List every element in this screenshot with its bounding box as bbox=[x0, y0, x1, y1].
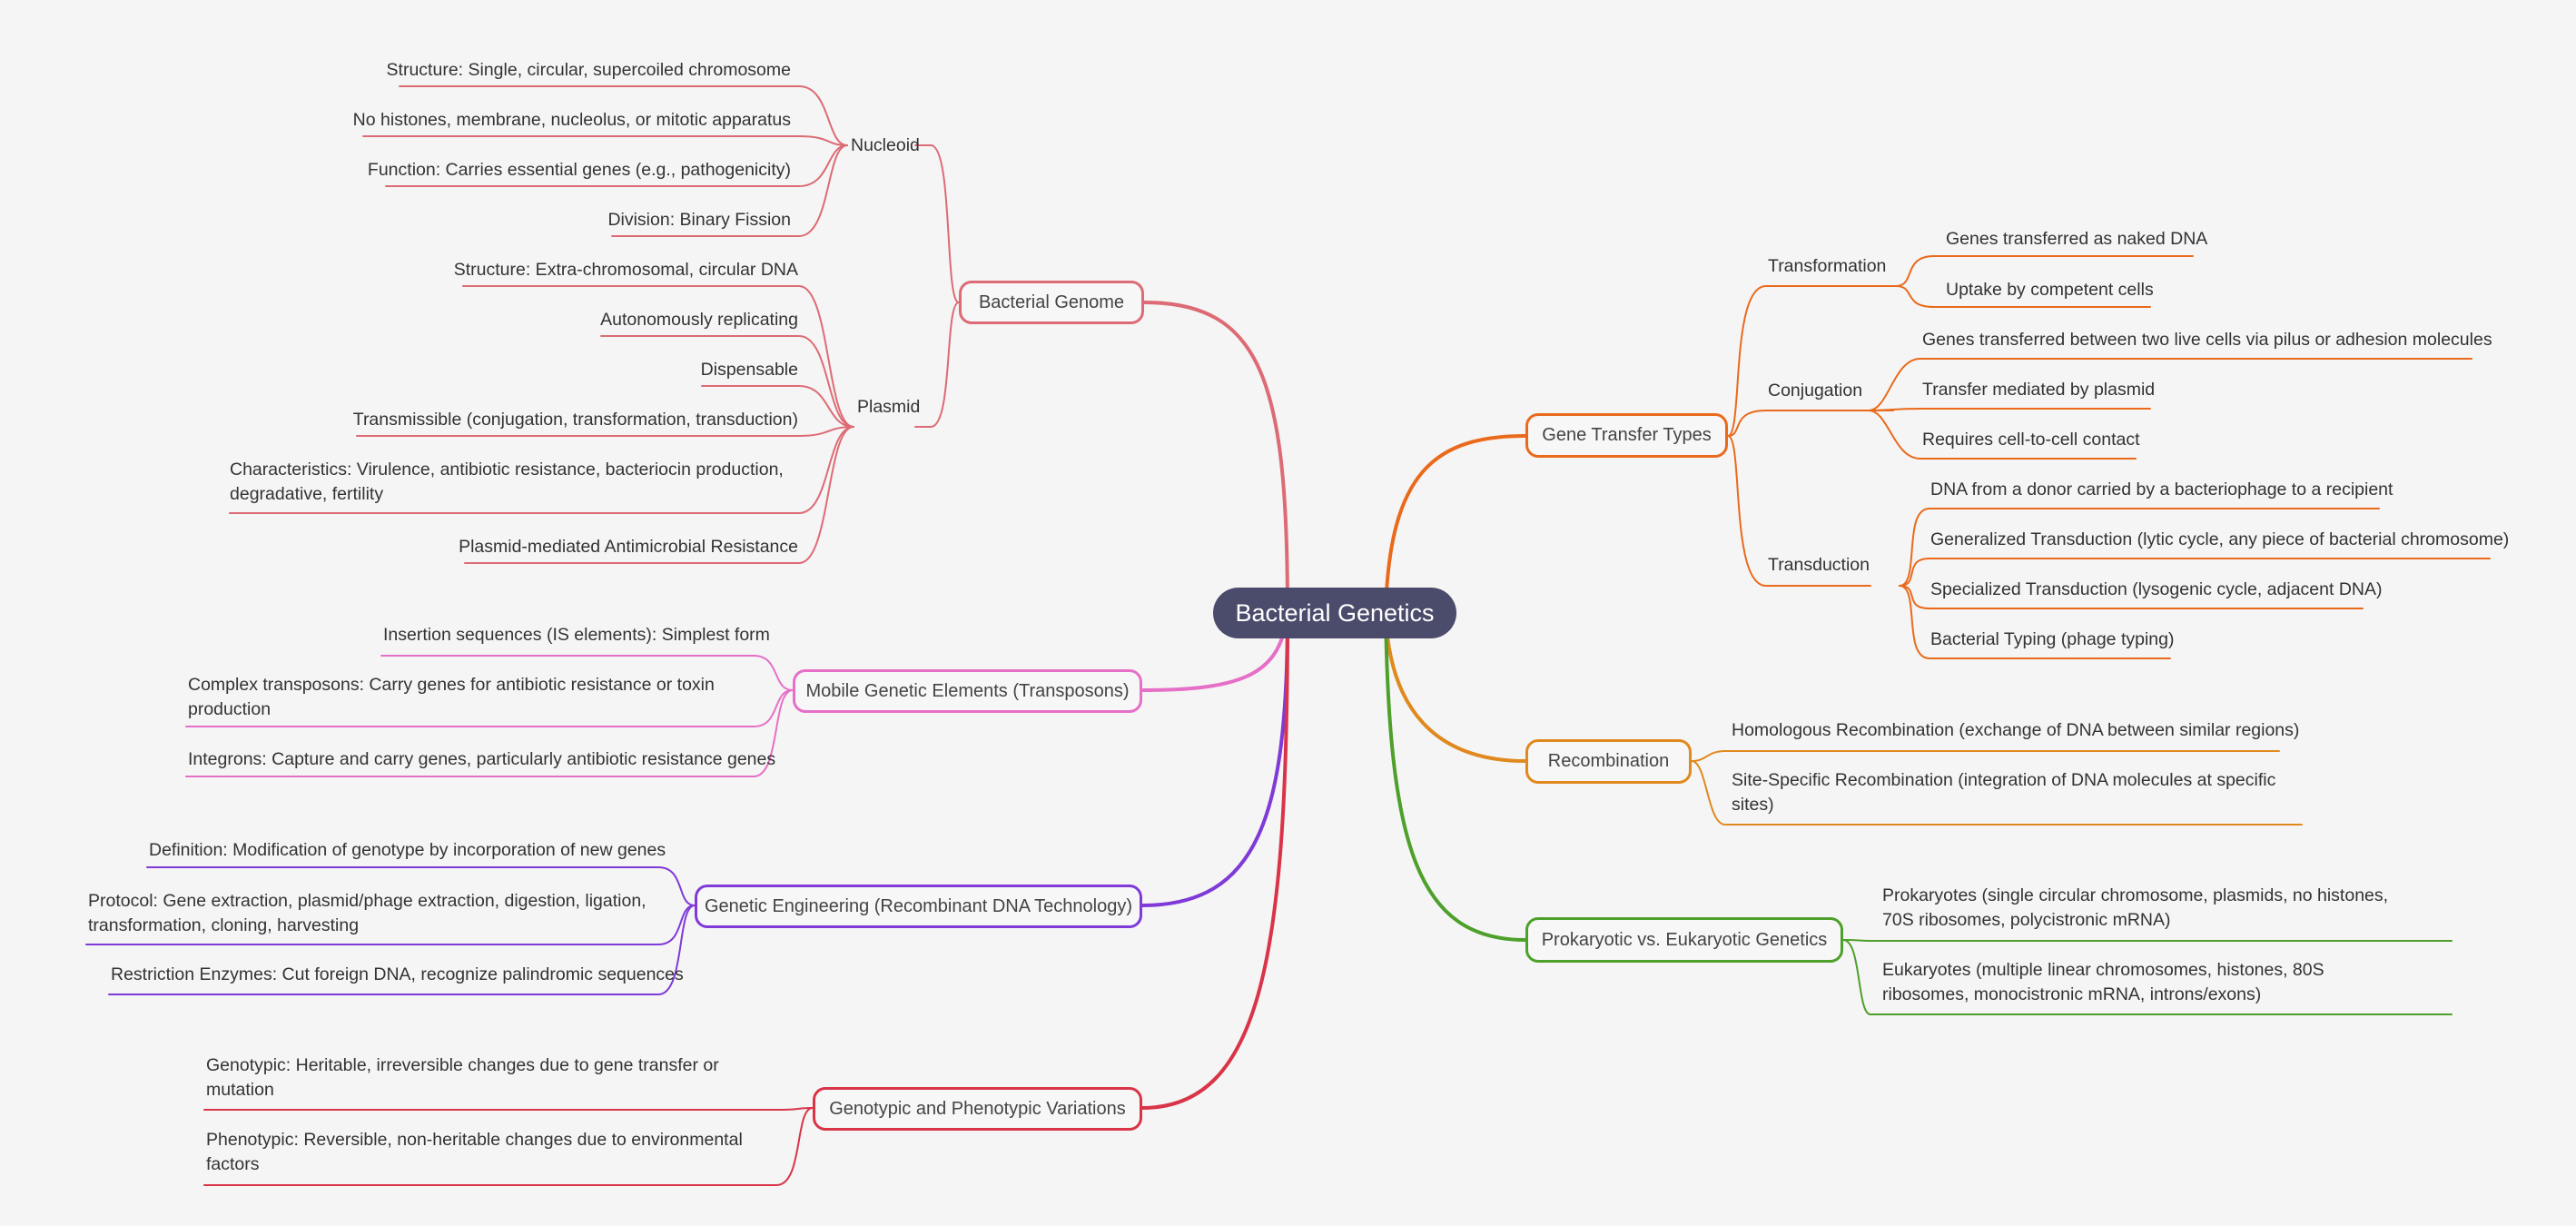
nucleoid-item: Function: Carries essential genes (e.g.,… bbox=[367, 160, 791, 180]
transduction-item: Generalized Transduction (lytic cycle, a… bbox=[1930, 529, 2510, 549]
plasmid-item: Characteristics: Virulence, antibiotic r… bbox=[230, 460, 784, 504]
nucleoid-item: Structure: Single, circular, supercoiled… bbox=[386, 60, 791, 80]
root-node[interactable]: Bacterial Genetics bbox=[1213, 588, 1456, 638]
genetic-engineering-item: Protocol: Gene extraction, plasmid/phage… bbox=[88, 891, 646, 935]
gene-transfer-links bbox=[1384, 255, 2491, 659]
genetic-engineering-item: Restriction Enzymes: Cut foreign DNA, re… bbox=[111, 964, 684, 984]
nucleoid-label[interactable]: Nucleoid bbox=[851, 135, 920, 155]
gene-transfer-types-node[interactable]: Gene Transfer Types bbox=[1525, 413, 1728, 458]
recombination-links bbox=[1384, 611, 2303, 826]
plasmid-item: Structure: Extra-chromosomal, circular D… bbox=[453, 260, 798, 280]
genetic-engineering-item: Definition: Modification of genotype by … bbox=[149, 840, 666, 860]
prok-euk-item: Prokaryotes (single circular chromosome,… bbox=[1882, 885, 2389, 930]
mobile-item: Complex transposons: Carry genes for ant… bbox=[188, 675, 715, 719]
mobile-item: Integrons: Capture and carry genes, part… bbox=[188, 749, 776, 769]
nucleoid-item: No histones, membrane, nucleolus, or mit… bbox=[352, 110, 791, 130]
variations-item: Phenotypic: Reversible, non-heritable ch… bbox=[206, 1130, 743, 1174]
prok-euk-links bbox=[1384, 611, 2453, 1015]
transduction-item: Specialized Transduction (lysogenic cycl… bbox=[1930, 579, 2383, 599]
mobile-genetic-elements-node[interactable]: Mobile Genetic Elements (Transposons) bbox=[793, 669, 1142, 713]
conjugation-label[interactable]: Conjugation bbox=[1768, 381, 1863, 400]
bacterial-genome-node[interactable]: Bacterial Genome bbox=[959, 281, 1144, 324]
recombination-node[interactable]: Recombination bbox=[1525, 739, 1692, 784]
conjugation-item: Transfer mediated by plasmid bbox=[1922, 380, 2156, 400]
plasmid-item: Plasmid-mediated Antimicrobial Resistanc… bbox=[459, 537, 798, 557]
recombination-item: Homologous Recombination (exchange of DN… bbox=[1732, 720, 2300, 740]
transformation-label[interactable]: Transformation bbox=[1768, 256, 1887, 276]
prok-euk-item: Eukaryotes (multiple linear chromosomes,… bbox=[1882, 960, 2324, 1004]
transformation-item: Genes transferred as naked DNA bbox=[1946, 229, 2208, 249]
transformation-item: Uptake by competent cells bbox=[1946, 280, 2154, 300]
recombination-item: Site-Specific Recombination (integration… bbox=[1732, 770, 2276, 815]
bacterial-genome-links bbox=[229, 85, 1289, 615]
genetic-engineering-node[interactable]: Genetic Engineering (Recombinant DNA Tec… bbox=[695, 885, 1142, 928]
plasmid-item: Dispensable bbox=[700, 360, 798, 380]
variations-item: Genotypic: Heritable, irreversible chang… bbox=[206, 1055, 719, 1100]
transduction-item: DNA from a donor carried by a bacterioph… bbox=[1930, 480, 2393, 499]
plasmid-item: Autonomously replicating bbox=[600, 310, 798, 330]
conjugation-item: Genes transferred between two live cells… bbox=[1922, 330, 2492, 350]
nucleoid-item: Division: Binary Fission bbox=[607, 210, 791, 230]
variations-node[interactable]: Genotypic and Phenotypic Variations bbox=[813, 1087, 1142, 1131]
prokaryotic-eukaryotic-node[interactable]: Prokaryotic vs. Eukaryotic Genetics bbox=[1525, 917, 1843, 963]
plasmid-item: Transmissible (conjugation, transformati… bbox=[352, 410, 798, 430]
transduction-label[interactable]: Transduction bbox=[1768, 555, 1870, 575]
plasmid-label[interactable]: Plasmid bbox=[857, 397, 921, 417]
mobile-item: Insertion sequences (IS elements): Simpl… bbox=[383, 625, 770, 645]
conjugation-item: Requires cell-to-cell contact bbox=[1922, 430, 2140, 450]
transduction-item: Bacterial Typing (phage typing) bbox=[1930, 629, 2175, 649]
variations-links bbox=[203, 611, 1289, 1186]
